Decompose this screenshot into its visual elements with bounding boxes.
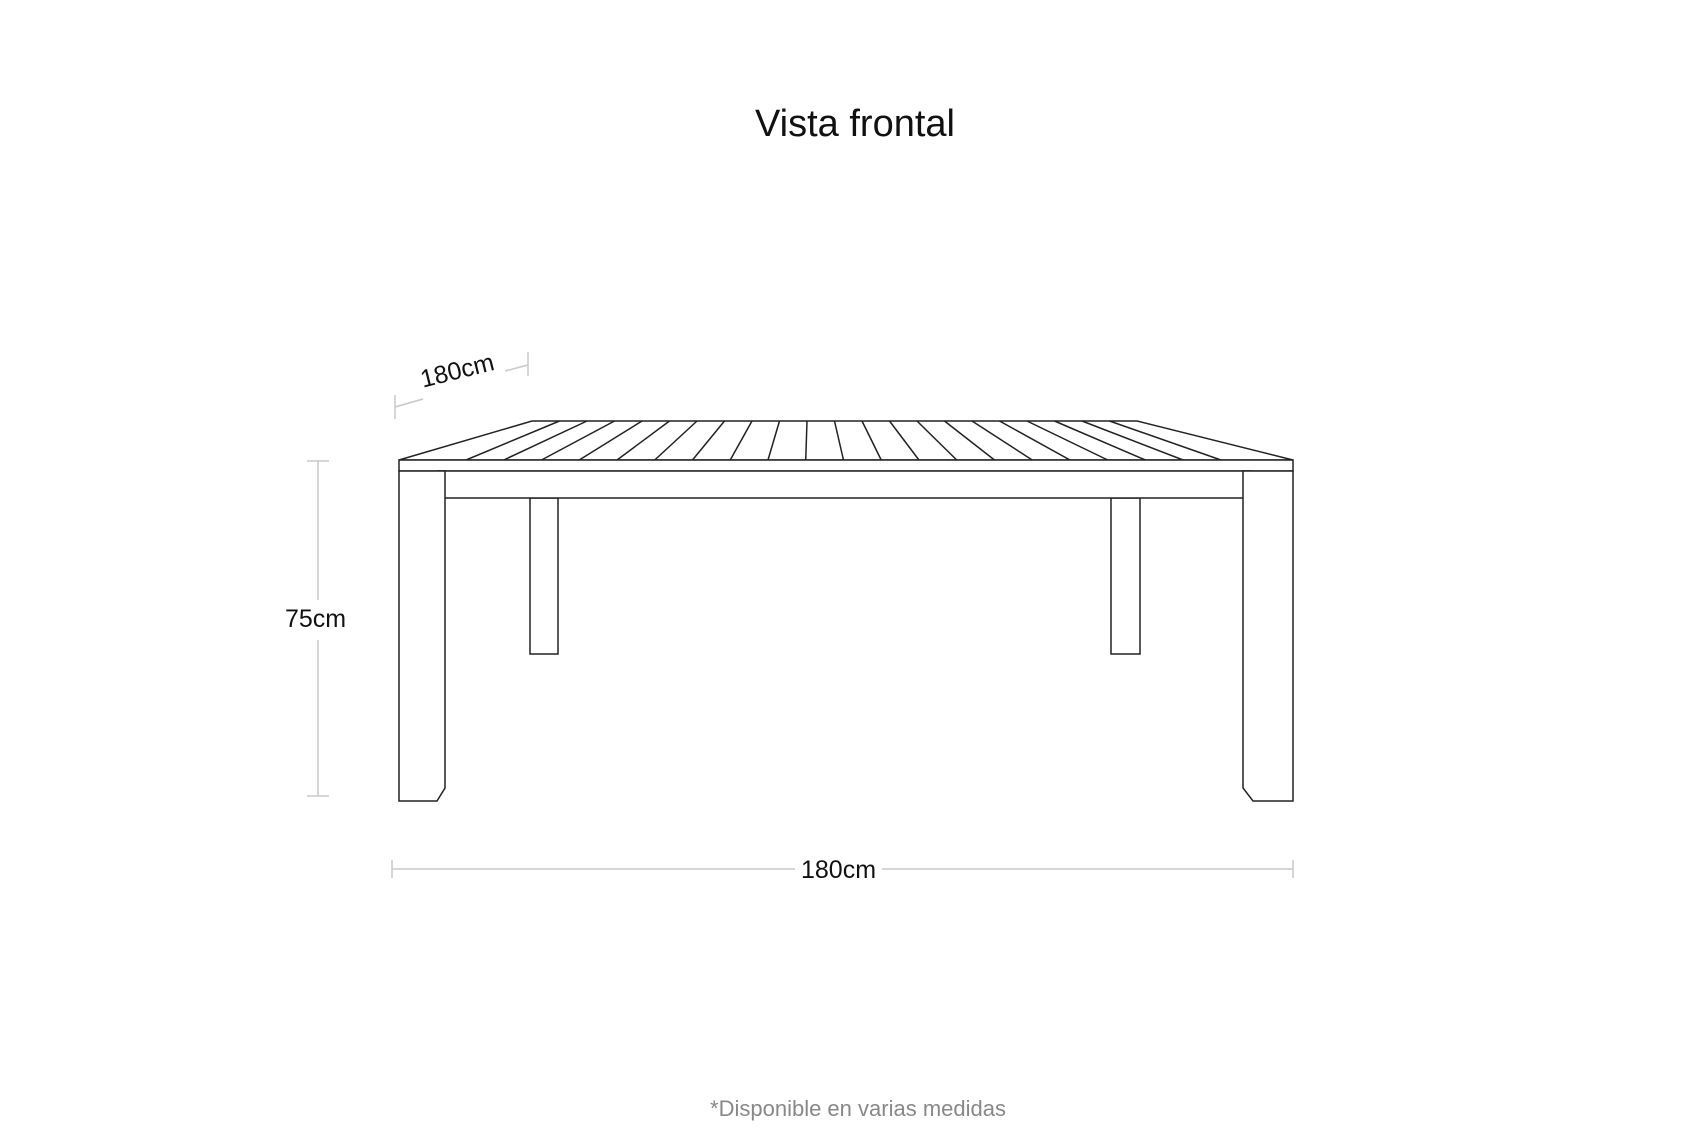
depth-dimension-line xyxy=(394,352,529,419)
tabletop-surface xyxy=(398,420,1294,461)
front-leg-left xyxy=(398,470,446,802)
height-dimension-line xyxy=(307,460,329,797)
back-leg-right xyxy=(1110,497,1141,655)
back-leg-left xyxy=(529,497,559,655)
apron xyxy=(437,470,1252,499)
height-label: 75cm xyxy=(285,605,347,633)
footnote: *Disponible en varias medidas xyxy=(710,1096,1006,1121)
tabletop-edge xyxy=(398,459,1294,472)
front-leg-right xyxy=(1242,470,1294,802)
width-label: 180cm xyxy=(795,856,883,885)
page-title: Vista frontal xyxy=(755,103,955,145)
